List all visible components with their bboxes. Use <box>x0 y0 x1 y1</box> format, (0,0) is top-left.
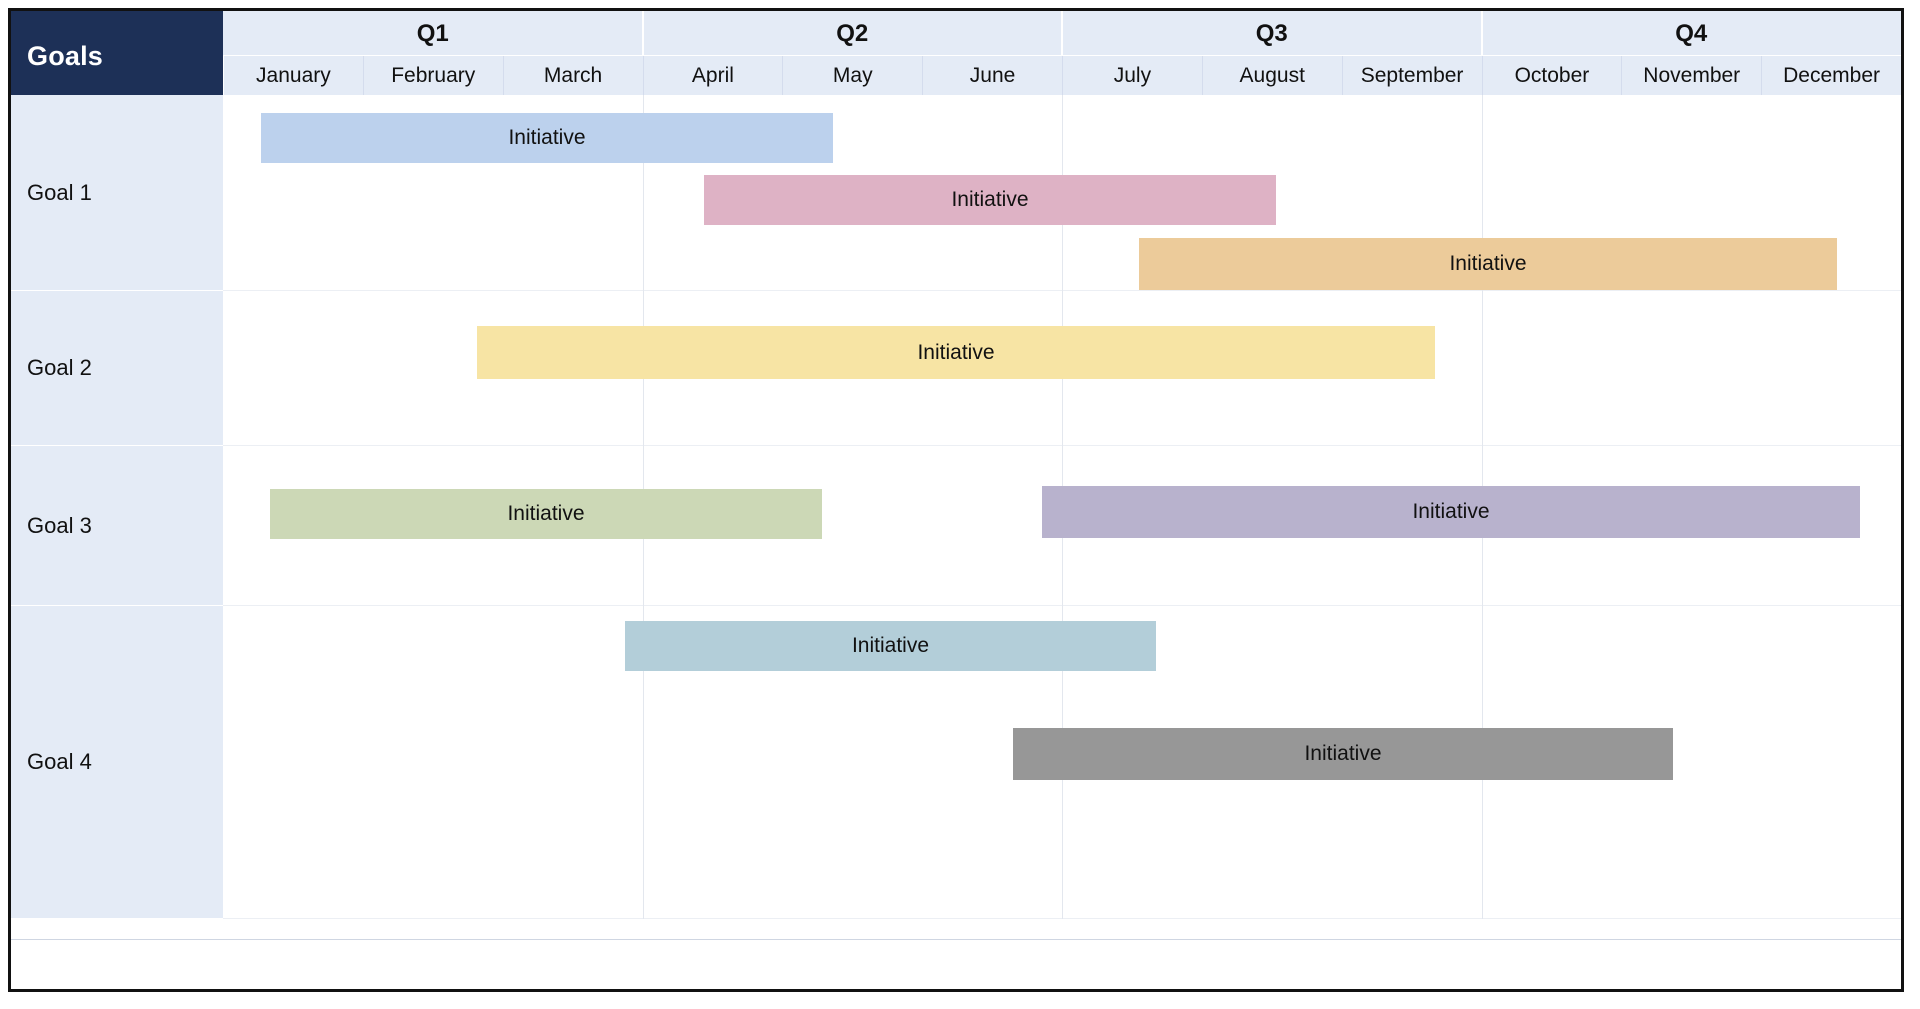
roadmap-table: Goals Q1 Q2 Q3 Q4 January February March April… <box>8 8 1904 992</box>
initiative-bar[interactable]: Initiative <box>1042 486 1860 538</box>
month-label: October <box>1514 63 1590 87</box>
month-header-may: May <box>782 56 922 95</box>
initiative-label: Initiative <box>1304 742 1382 765</box>
initiative-bar[interactable]: Initiative <box>704 175 1276 225</box>
month-label: May <box>832 63 873 87</box>
initiative-label: Initiative <box>508 126 586 149</box>
quarter-label: Q2 <box>836 19 869 47</box>
initiative-label: Initiative <box>917 340 995 364</box>
goal-row-label-3: Goal 3 <box>11 446 223 606</box>
initiative-bar[interactable]: Initiative <box>477 326 1435 379</box>
month-label: March <box>543 63 603 87</box>
quarter-separator <box>1061 11 1063 56</box>
initiative-bar[interactable]: Initiative <box>270 489 822 539</box>
goal-row-label-1: Goal 1 <box>11 95 223 291</box>
quarter-header-row: Q1 Q2 Q3 Q4 <box>223 11 1901 56</box>
month-label: November <box>1643 63 1741 87</box>
month-header-row: January February March April May June July Augu… <box>223 56 1901 95</box>
month-label: January <box>256 63 331 87</box>
month-header-july: July <box>1062 56 1202 95</box>
month-header-february: February <box>362 56 503 95</box>
initiative-label: Initiative <box>507 502 585 525</box>
header-divider <box>223 55 1901 56</box>
quarter-label: Q3 <box>1255 19 1288 47</box>
goal-label: Goal 3 <box>27 512 92 538</box>
month-label: April <box>691 63 734 87</box>
month-header-april: April <box>642 56 783 95</box>
initiative-label: Initiative <box>851 634 930 657</box>
month-header-january: January <box>223 56 363 95</box>
month-header-august: August <box>1201 56 1342 95</box>
month-label: September <box>1360 63 1464 87</box>
goals-header-cell: Goals <box>11 11 223 95</box>
month-label: February <box>391 63 476 87</box>
initiative-label: Initiative <box>1412 500 1490 523</box>
month-label: July <box>1113 63 1152 87</box>
goal-row-label-4: Goal 4 <box>11 606 223 919</box>
month-label: December <box>1783 63 1880 87</box>
goal-label: Goal 4 <box>27 749 92 774</box>
initiative-label: Initiative <box>951 188 1029 211</box>
goal-label: Goal 2 <box>27 355 92 380</box>
quarter-header-q2: Q2 <box>642 11 1062 56</box>
month-header-december: December <box>1761 56 1901 95</box>
initiative-bar[interactable]: Initiative <box>261 113 833 163</box>
quarter-header-q1: Q1 <box>223 11 643 56</box>
quarter-label: Q1 <box>416 19 449 47</box>
quarter-header-q3: Q3 <box>1062 11 1482 56</box>
month-header-june: June <box>922 56 1062 95</box>
month-label: June <box>969 63 1016 87</box>
bottom-spacer <box>11 939 1901 989</box>
quarter-separator <box>1480 11 1483 56</box>
goals-header-label: Goals <box>27 41 104 71</box>
month-header-september: September <box>1341 56 1482 95</box>
goal-label-column: Goal 1 Goal 2 Goal 3 Goal 4 <box>11 95 223 919</box>
initiative-label: Initiative <box>1449 252 1527 275</box>
goal-label: Goal 1 <box>27 179 92 205</box>
initiative-bar[interactable]: Initiative <box>1013 728 1673 780</box>
quarter-header-q4: Q4 <box>1481 11 1901 56</box>
month-label: August <box>1239 63 1305 87</box>
month-header-november: November <box>1621 56 1761 95</box>
goal-row-label-2: Goal 2 <box>11 291 223 446</box>
initiative-bar[interactable]: Initiative <box>1139 238 1837 290</box>
quarter-separator <box>641 11 644 56</box>
quarter-label: Q4 <box>1675 19 1708 47</box>
initiative-bar[interactable]: Initiative <box>625 621 1156 671</box>
month-header-october: October <box>1481 56 1622 95</box>
month-header-march: March <box>502 56 643 95</box>
